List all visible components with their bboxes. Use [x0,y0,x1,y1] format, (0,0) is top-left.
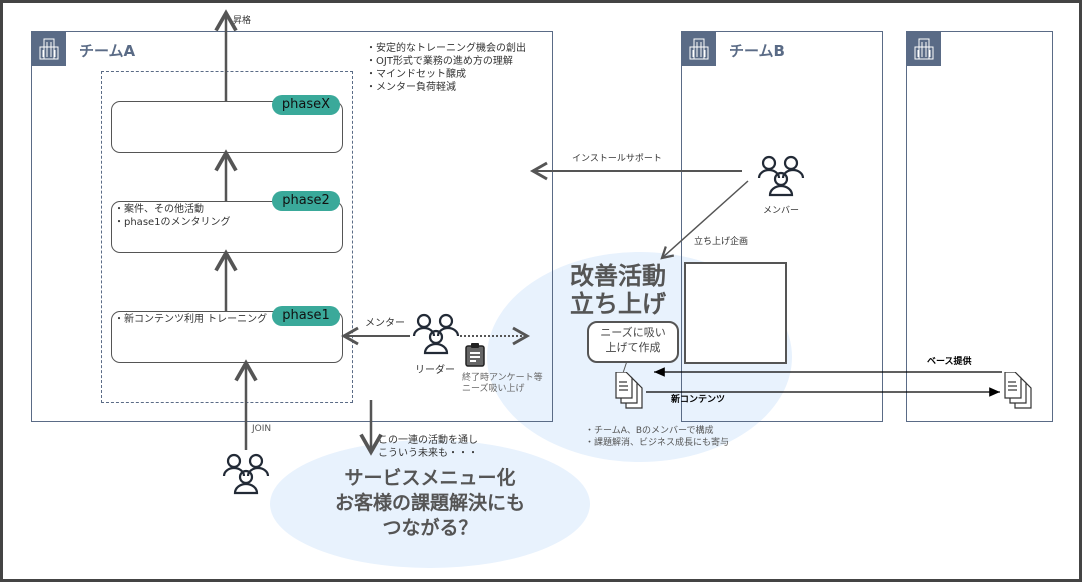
blank-content-box [684,262,787,364]
member-label: メンバー [763,206,800,216]
phase-1-label: phase1 [272,306,340,326]
improvement-notes: ・チームA、Bのメンバーで構成 ・課題解消、ビジネス成長にも寄与 [585,426,730,448]
clipboard-icon [464,342,486,372]
documents-icon [615,371,645,414]
promotion-label: 昇格 [233,16,252,26]
callout-tail [622,360,628,374]
future-ellipse [270,440,590,568]
survey-note: 終了時アンケート等 ニーズ吸い上げ [462,373,543,394]
team-b-members-icon [757,154,805,202]
building-icon [906,31,941,66]
phase-2-text: ・案件、その他活動 ・phase1のメンタリング [114,204,231,228]
members-group-icon [412,312,460,360]
leader-label: リーダー [415,365,455,376]
join-label: JOIN [252,424,272,434]
new-members-group-icon [222,452,270,502]
launch-plan-arrow [660,180,749,260]
phase-x-label: phaseX [272,95,340,115]
team-a-container: チームA [31,31,553,422]
phase-1-text: ・新コンテンツ利用 トレーニング [114,314,268,325]
base-provision-label: ベース提供 [927,357,972,367]
new-content-label: 新コンテンツ [671,395,726,405]
future-headline: サービスメニュー化 お客様の課題解決にも つながる？ [334,467,525,539]
install-support-label: インストールサポート [572,154,662,164]
team-a-goals: ・安定的なトレーニング機会の創出 ・OJT形式で業務の進め方の理解 ・マインドセ… [366,43,526,93]
team-c-documents-icon [1004,371,1034,414]
improvement-title: 改善活動 立ち上げ [570,262,666,318]
team-a-title: チームA [79,42,136,60]
building-icon [31,31,66,66]
building-icon [681,31,716,66]
team-c-container [906,31,1053,422]
launch-plan-label: 立ち上げ企画 [694,237,749,247]
mentor-label: メンター [365,318,405,329]
team-b-container: チームB [681,31,883,422]
needs-callout: ニーズに吸い 上げて作成 [587,321,679,363]
phase-2-label: phase2 [272,191,340,211]
future-lead-in: この一連の活動を通し こういう未来も・・・ [378,435,478,459]
team-b-title: チームB [729,42,785,60]
